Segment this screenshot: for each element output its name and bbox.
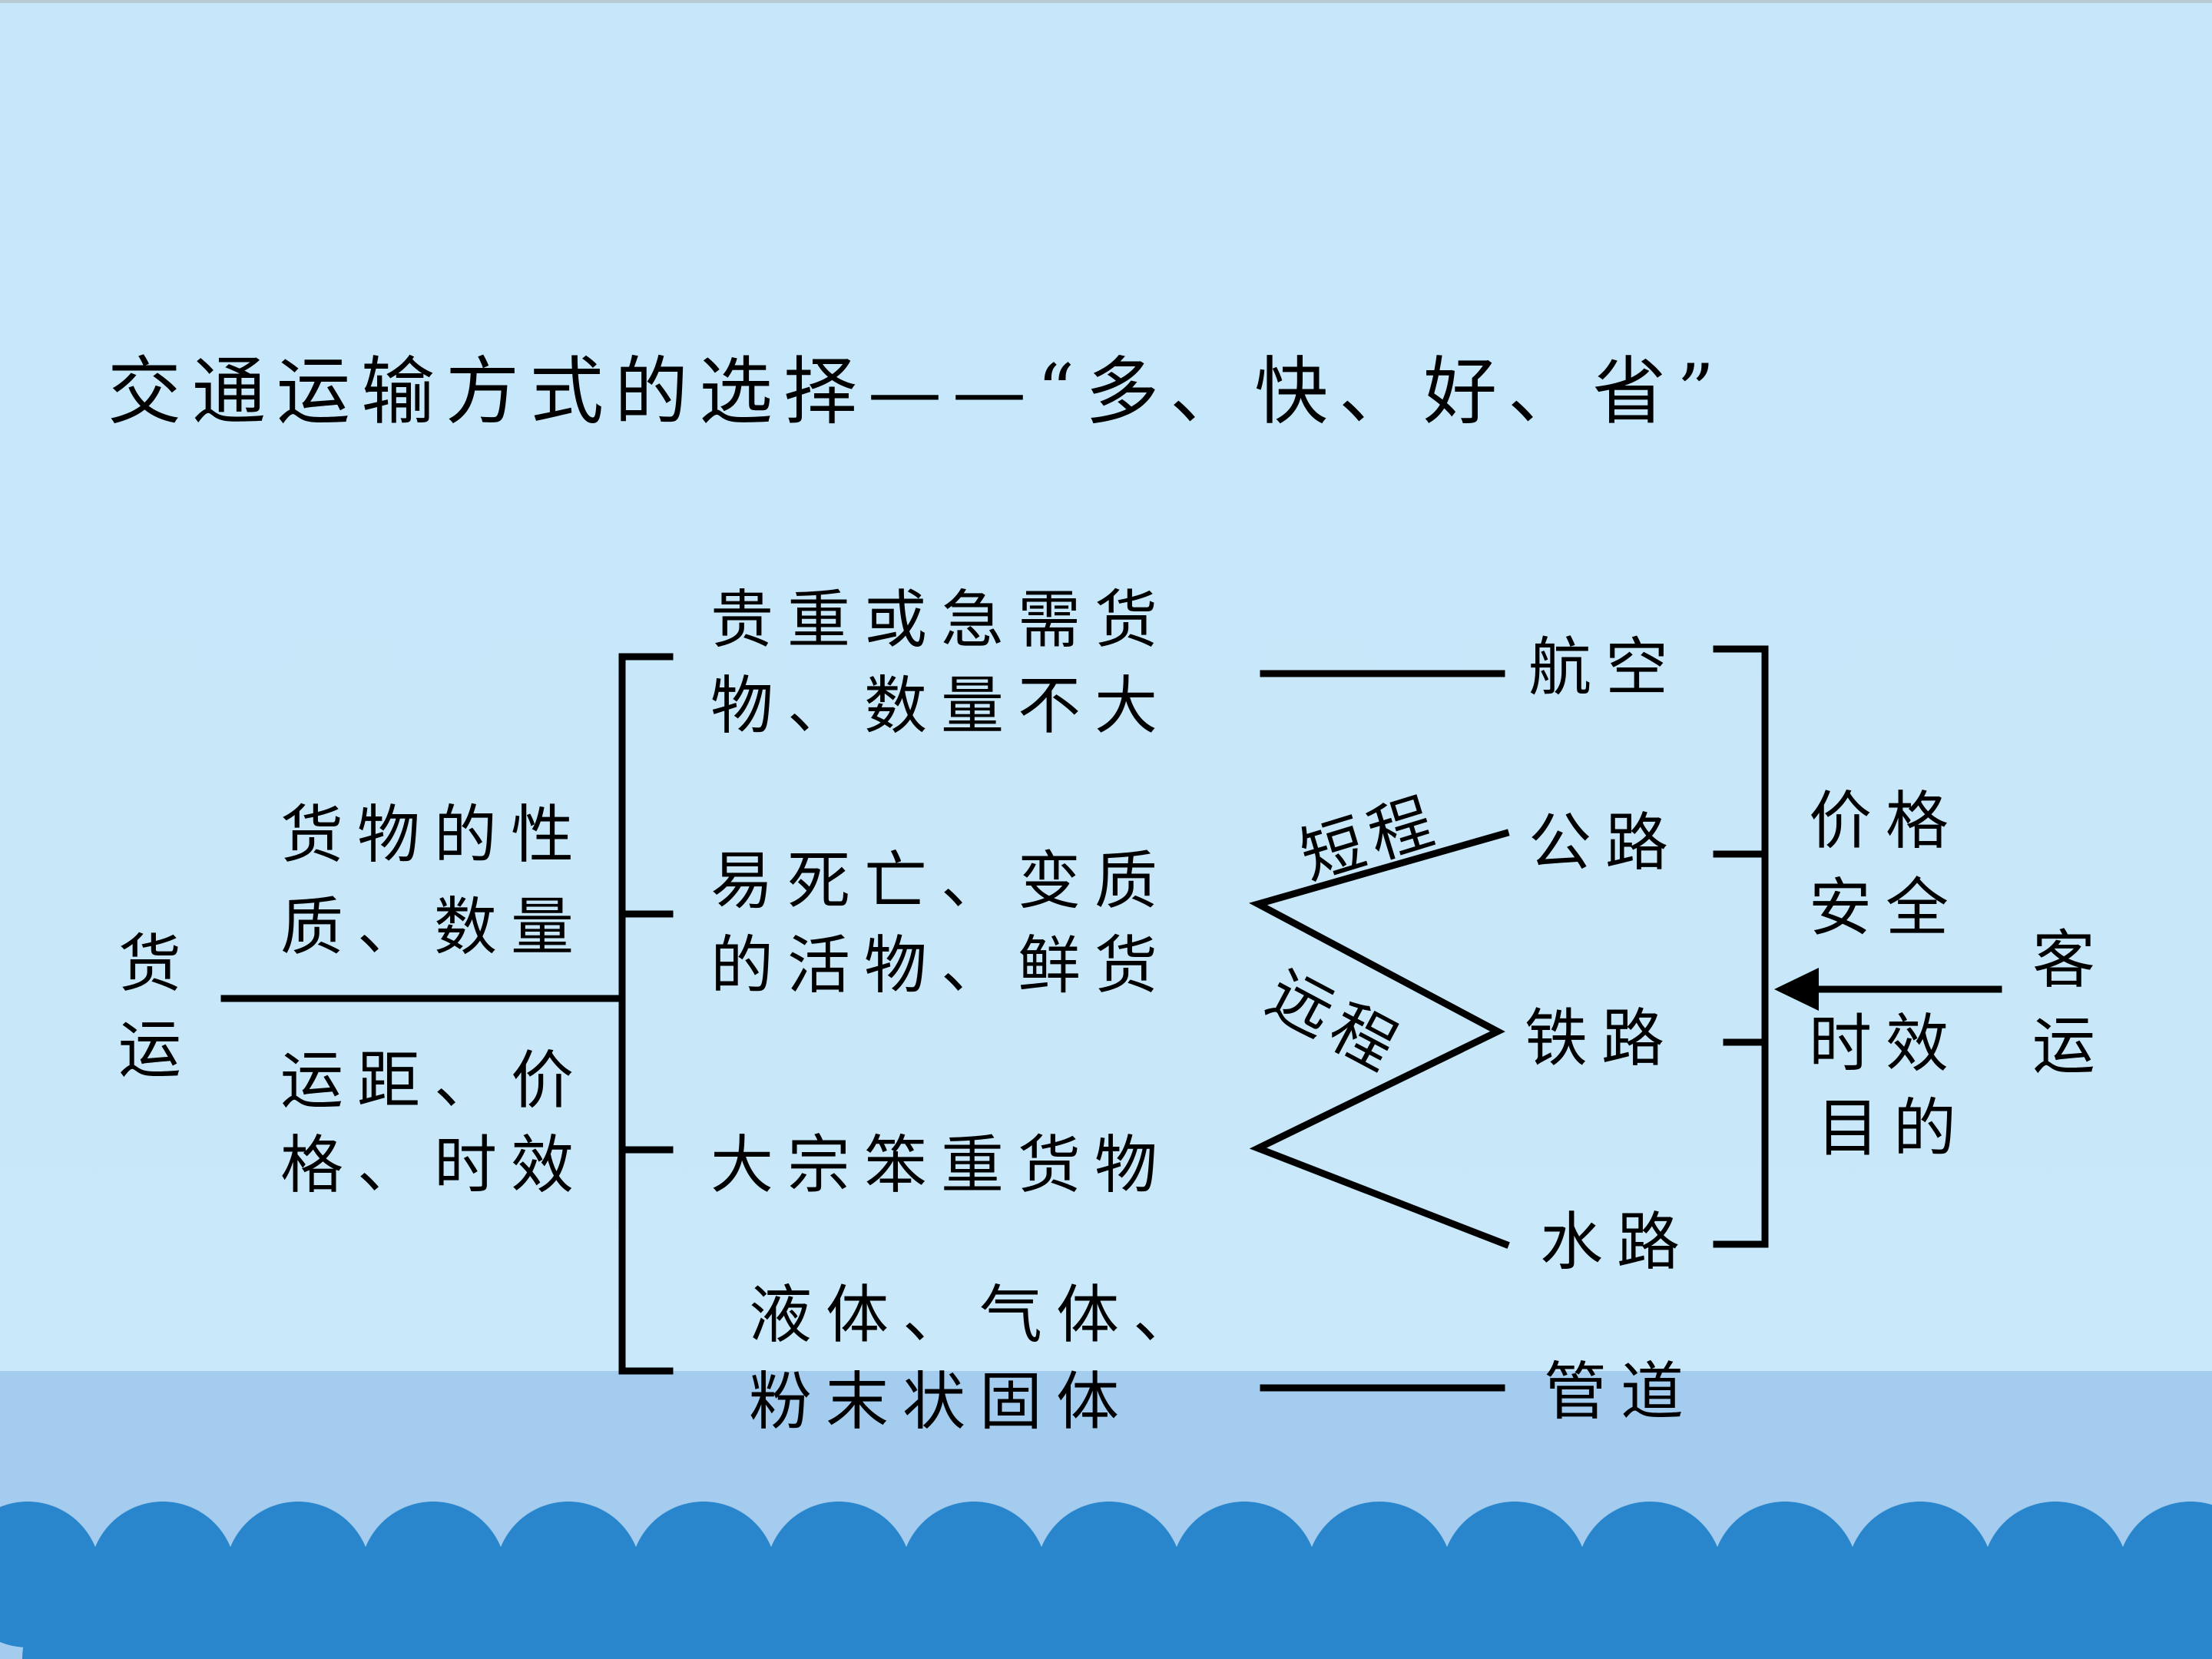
mode-road: 公路 — [1528, 806, 1683, 879]
wave-shape — [969, 1586, 1114, 1659]
goods-valuable-line1: 贵重或急需货 — [710, 584, 1172, 657]
goods-valuable-line2: 物、数量不大 — [710, 670, 1172, 743]
passenger-factor-purpose: 目的 — [1816, 1092, 1971, 1165]
passenger-label: 客运 — [2032, 924, 2095, 1083]
passenger-factor-price: 价格 — [1809, 785, 1963, 858]
goods-perishable-line2: 的活物、鲜货 — [710, 929, 1172, 1002]
mode-water: 水路 — [1540, 1206, 1694, 1279]
wave-shape — [1644, 1586, 1790, 1659]
wave-shape — [1374, 1586, 1520, 1659]
distance-zigzag-upper — [1249, 829, 1510, 1249]
wave-decoration — [0, 1502, 2212, 1659]
mode-pipeline: 管道 — [1544, 1356, 1698, 1429]
goods-fluid-line1: 液体、气体、 — [749, 1279, 1210, 1352]
wave-shape — [833, 1586, 979, 1659]
wave-shape — [157, 1586, 303, 1659]
goods-fluid-line2: 粉末状固体 — [749, 1366, 1134, 1439]
passenger-factor-safety: 安全 — [1809, 872, 1963, 945]
wave-shape — [1915, 1586, 2061, 1659]
mode-bracket — [1713, 645, 1769, 1248]
freight-label: 货运 — [118, 928, 181, 1087]
goods-perishable-line1: 易死亡、变质 — [710, 845, 1172, 918]
freight-lower-note-line2: 格、时效 — [280, 1129, 588, 1202]
wave-shape — [1780, 1586, 1926, 1659]
wave-shape — [1239, 1586, 1385, 1659]
sky-background — [0, 0, 2212, 1371]
top-border — [0, 0, 2212, 3]
wave-shape — [293, 1586, 439, 1659]
freight-lower-note-line1: 运距、价 — [280, 1045, 588, 1118]
wave-shape — [563, 1586, 709, 1659]
wave-shape — [1509, 1586, 1655, 1659]
wave-shape — [2185, 1602, 2212, 1659]
mode-air: 航空 — [1528, 631, 1683, 704]
wave-shape — [698, 1586, 844, 1659]
goods-bulk: 大宗笨重货物 — [710, 1129, 1172, 1202]
freight-upper-note-line2: 质、数量 — [280, 891, 588, 964]
mode-rail: 铁路 — [1525, 1002, 1679, 1075]
passenger-factor-time: 时效 — [1809, 1008, 1963, 1081]
wave-shape — [2050, 1586, 2196, 1659]
wave-shape — [1104, 1586, 1250, 1659]
slide-title: 交通运输方式的选择——“多、快、好、省” — [108, 349, 1726, 435]
freight-upper-note-line1: 货物的性 — [280, 799, 588, 872]
wave-shape — [22, 1586, 168, 1659]
wave-shape — [428, 1586, 574, 1659]
goods-bracket — [618, 653, 674, 1375]
passenger-arrow-head — [1774, 968, 1819, 1011]
